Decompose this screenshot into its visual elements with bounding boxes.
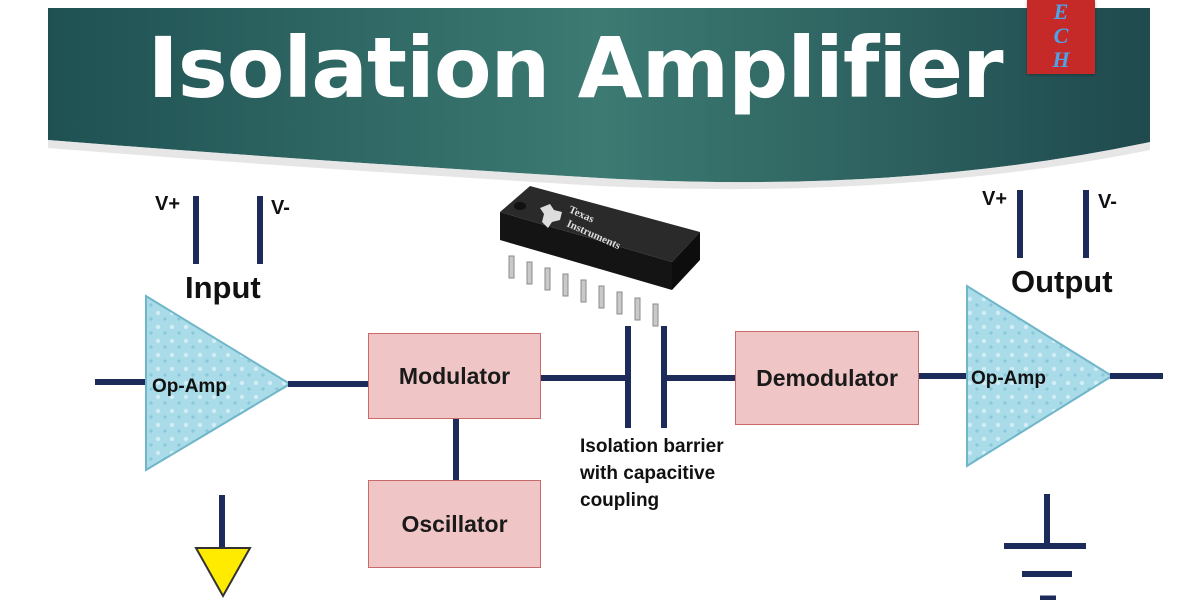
demodulator-block: Demodulator [735, 331, 919, 425]
input-vminus-label: V- [271, 197, 290, 219]
texas-instruments-logo-icon [540, 204, 562, 228]
output-vplus-label: V+ [982, 188, 1008, 210]
brand-tag-letter: H [1052, 47, 1070, 72]
page-title: Isolation Amplifier [147, 19, 1003, 117]
input-op-amp-label: Op-Amp [152, 376, 227, 397]
barrier-note-line: Isolation barrier [580, 436, 724, 457]
output-vminus-label: V- [1098, 191, 1117, 213]
input-op-amp-triangle [145, 294, 292, 472]
output-op-amp-label: Op-Amp [971, 368, 1046, 389]
input-vplus-label: V+ [155, 193, 181, 215]
ic-chip-image: Texas Instruments [500, 186, 700, 327]
output-label: Output [1011, 264, 1113, 299]
output-op-amp-triangle [966, 284, 1114, 468]
input-ground-icon [194, 547, 252, 599]
title-banner [48, 8, 1150, 190]
barrier-note-line: coupling [580, 490, 660, 511]
barrier-note-line: with capacitive [580, 463, 716, 484]
input-label: Input [185, 270, 261, 305]
isolation-barrier-note: Isolation barrier with capacitive coupli… [580, 433, 780, 514]
brand-tag: E C H [1027, 0, 1095, 74]
oscillator-block: Oscillator [368, 480, 541, 568]
brand-tag-letter: E [1053, 0, 1069, 24]
brand-tag-letter: C [1053, 23, 1069, 48]
modulator-block: Modulator [368, 333, 541, 419]
